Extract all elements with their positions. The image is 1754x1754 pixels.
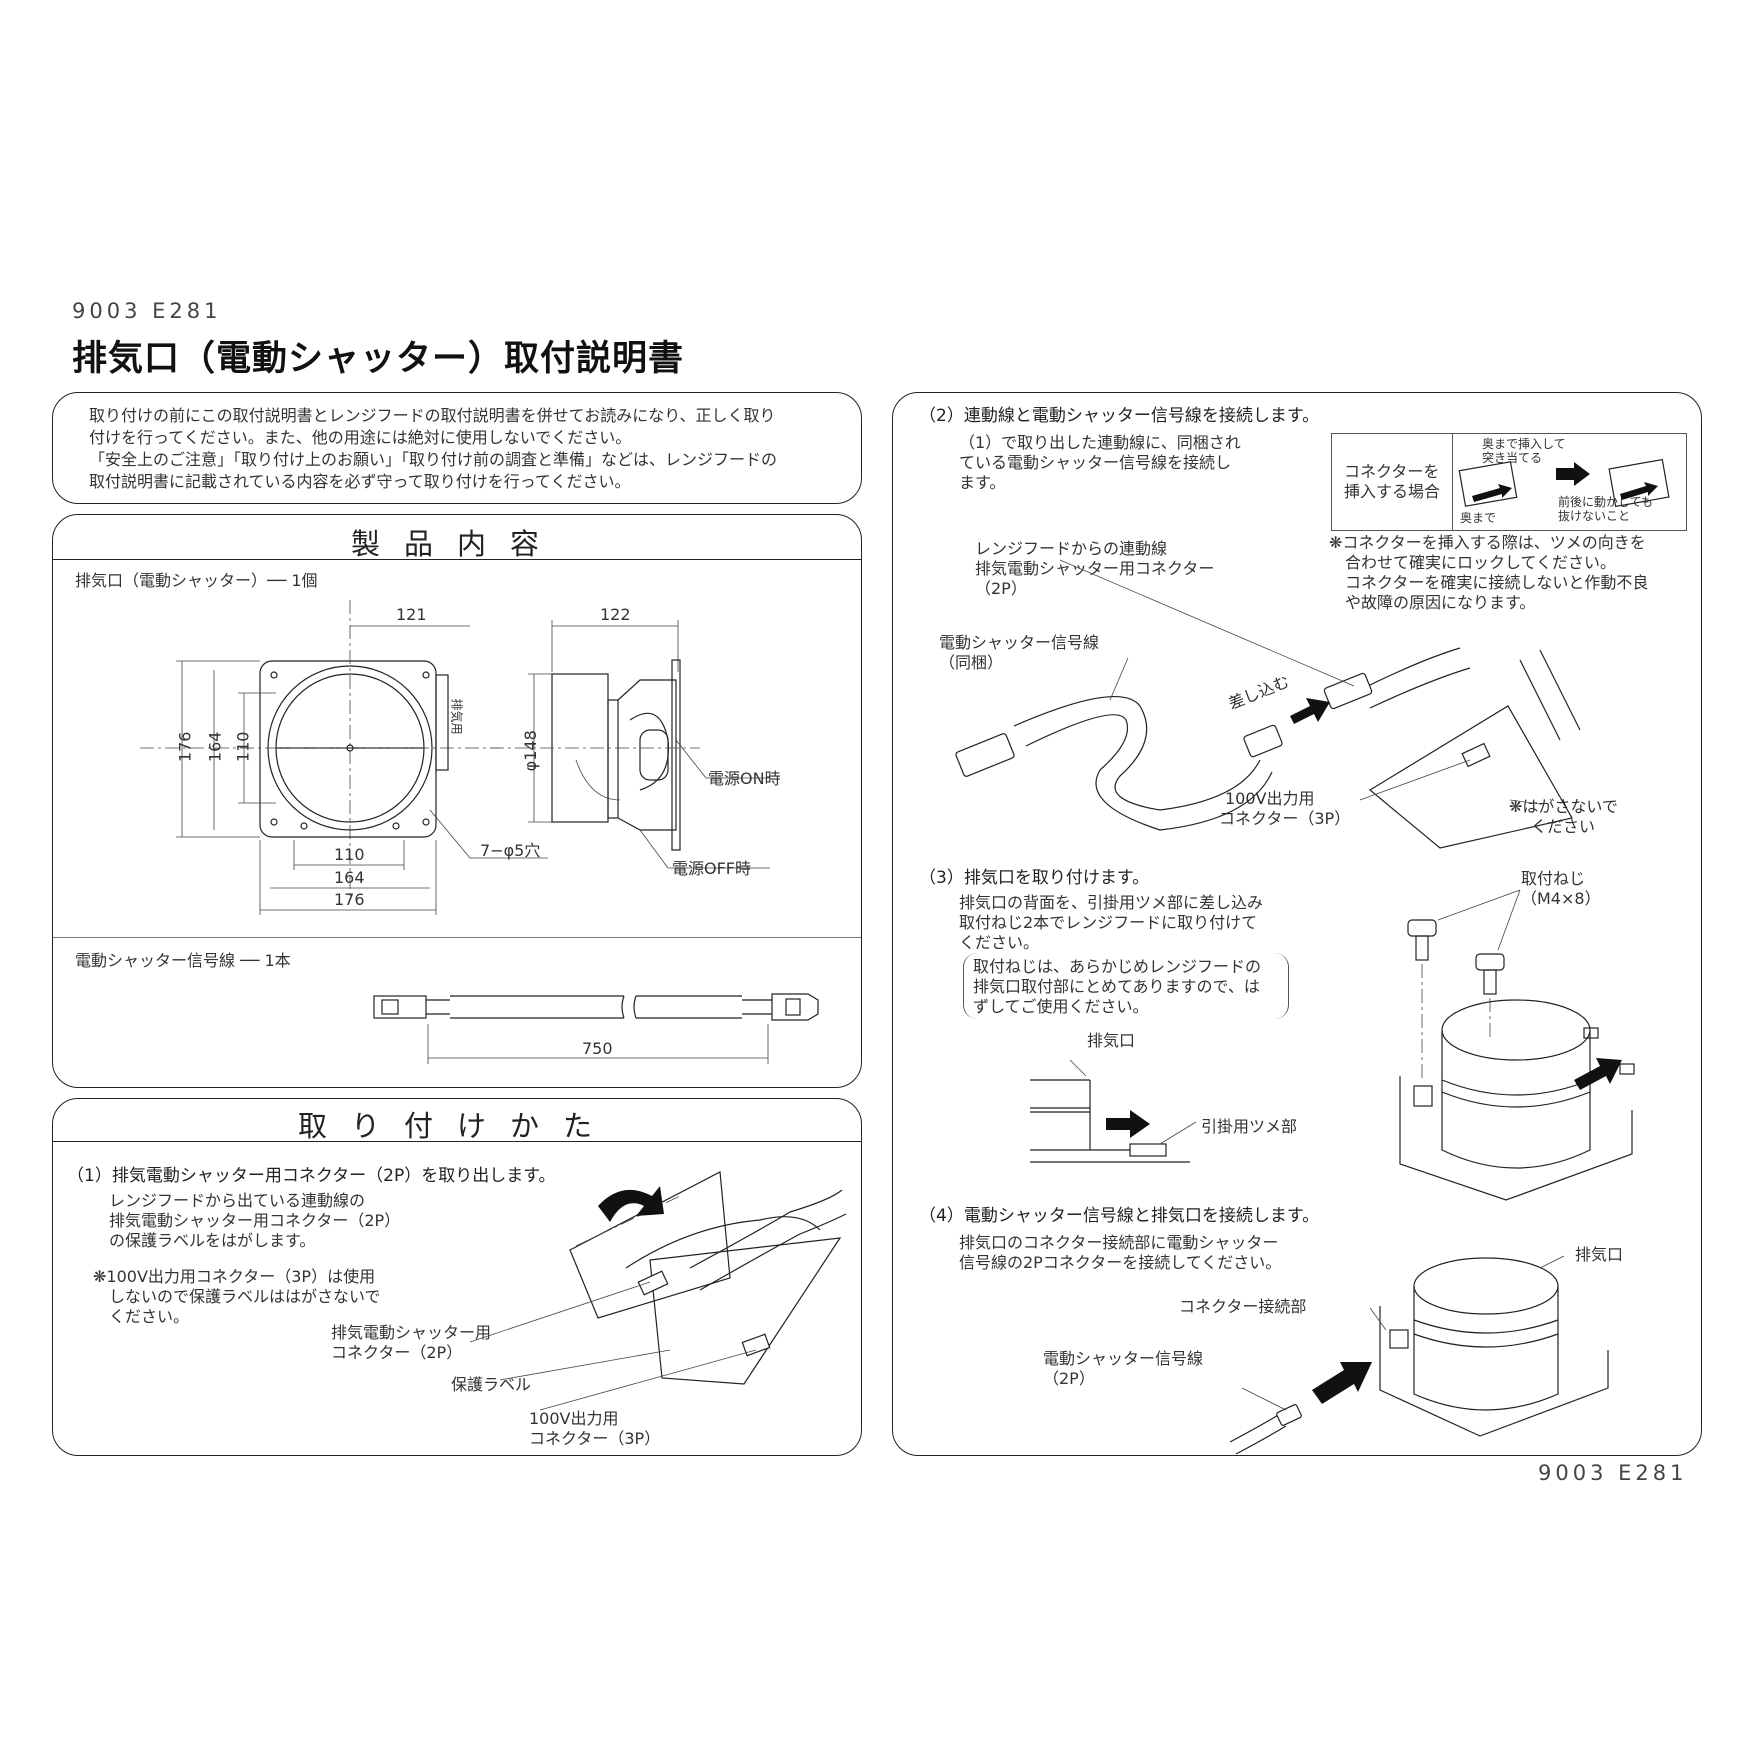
- step2-note-1: ❋コネクターを挿入する際は、ツメの向きを: [1329, 533, 1646, 552]
- step3-body-3: ください。: [959, 933, 1040, 952]
- step3-hook-label: 引掛用ツメ部: [1201, 1117, 1298, 1136]
- step3-note-1: 取付ねじは、あらかじめレンジフードの: [973, 957, 1262, 976]
- inset-note-c-2: 抜けないこと: [1558, 509, 1631, 523]
- step1-body-1: レンジフードから出ている連動線の: [109, 1191, 366, 1210]
- step1-100v-label-1: 100V出力用: [529, 1409, 619, 1428]
- step2-range-label-1: レンジフードからの連動線: [975, 539, 1168, 558]
- step2-title: （2）連動線と電動シャッター信号線を接続します。: [919, 406, 1320, 426]
- intro-box: 取り付けの前にこの取付説明書とレンジフードの取付説明書を併せてお読みになり、正し…: [52, 392, 862, 504]
- dim-750: 750: [582, 1039, 613, 1058]
- power-on-label: 電源ON時: [708, 769, 781, 788]
- step3-outlet-label: 排気口: [1087, 1031, 1136, 1050]
- step2-note-4: や故障の原因になります。: [1345, 593, 1536, 612]
- install-heading-divider: [53, 1141, 861, 1142]
- step4-signal-label-2: （2P）: [1043, 1369, 1095, 1388]
- step2-note-3: コネクターを確実に接続しないと作動不良: [1345, 573, 1649, 592]
- step2-body-2: ている電動シャッター信号線を接続し: [959, 453, 1232, 472]
- step4-title: （4）電動シャッター信号線と排気口を接続します。: [919, 1206, 1320, 1226]
- inset-note-a-1: 奥まで挿入して: [1482, 437, 1566, 451]
- step1-body-3: の保護ラベルをはがします。: [109, 1231, 316, 1250]
- step1-title: （1）排気電動シャッター用コネクター（2P）を取り出します。: [67, 1166, 556, 1186]
- step2-note-2: 合わせて確実にロックしてください。: [1345, 553, 1617, 572]
- intro-line-3: 「安全上のご注意」「取り付け上のお願い」「取り付け前の調査と準備」などは、レンジ…: [89, 450, 778, 469]
- step2-nopeel-label-2: ください: [1531, 817, 1596, 836]
- step3-title: （3）排気口を取り付けます。: [919, 868, 1150, 888]
- step4-outlet-label: 排気口: [1575, 1245, 1624, 1264]
- contents-item-signal-wire: 電動シャッター信号線 ── 1本: [75, 951, 291, 970]
- contents-item-outlet: 排気口（電動シャッター）── 1個: [75, 571, 318, 590]
- heading-divider: [53, 559, 861, 560]
- step2-range-label-3: （2P）: [975, 579, 1027, 598]
- step4-body-2: 信号線の2Pコネクターを接続してください。: [959, 1253, 1282, 1272]
- connector-insert-inset: コネクターを 挿入する場合 奥まで挿入して 突き当てる 奥まで 前後に動かしても…: [1331, 433, 1687, 531]
- intro-line-1: 取り付けの前にこの取付説明書とレンジフードの取付説明書を併せてお読みになり、正し…: [89, 406, 776, 425]
- step2-body-3: ます。: [959, 473, 1006, 492]
- intro-line-4: 取付説明書に記載されている内容を必ず守って取り付けを行ってください。: [89, 472, 631, 491]
- dim-121: 121: [396, 605, 427, 624]
- step3-note-3: ずしてご使用ください。: [973, 997, 1149, 1016]
- item-divider: [53, 937, 861, 938]
- step1-body-2: 排気電動シャッター用コネクター（2P）: [109, 1211, 401, 1230]
- step1-protect-label: 保護ラベル: [451, 1375, 532, 1394]
- dim-164-horizontal: 164: [334, 868, 365, 887]
- step2-100v-label-1: 100V出力用: [1225, 789, 1315, 808]
- step4-body-1: 排気口のコネクター接続部に電動シャッター: [959, 1233, 1279, 1252]
- step1-note-1: ❋100V出力用コネクター（3P）は使用: [93, 1267, 376, 1286]
- inset-label-2: 挿入する場合: [1344, 482, 1441, 501]
- intro-line-2: 付けを行ってください。また、他の用途には絶対に使用しないでください。: [89, 428, 632, 447]
- inset-label-1: コネクターを: [1344, 462, 1440, 481]
- step2-signal-label-1: 電動シャッター信号線: [939, 633, 1100, 652]
- inset-divider: [1452, 434, 1453, 530]
- step1-connector-label-2: コネクター（2P）: [331, 1343, 463, 1362]
- step1-connector-label-1: 排気電動シャッター用: [331, 1323, 492, 1342]
- dim-176-horizontal: 176: [334, 890, 365, 909]
- doc-number: 9003 E281: [72, 299, 222, 323]
- step2-body-1: （1）で取り出した連動線に、同梱され: [959, 433, 1241, 452]
- step4-conn-label: コネクター接続部: [1179, 1297, 1307, 1316]
- step2-signal-label-2: （同梱）: [939, 653, 1004, 672]
- page-title: 排気口（電動シャッター）取付説明書: [72, 339, 685, 379]
- step3-body-1: 排気口の背面を、引掛用ツメ部に差し込み: [959, 893, 1264, 912]
- step3-note-bracket: [963, 953, 1289, 1019]
- dim-110-horizontal: 110: [334, 845, 365, 864]
- step1-note-3: ください。: [109, 1307, 190, 1326]
- right-box: （2）連動線と電動シャッター信号線を接続します。 （1）で取り出した連動線に、同…: [892, 392, 1702, 1456]
- install-heading: 取り付けかた: [297, 1109, 616, 1143]
- install-box: 取り付けかた （1）排気電動シャッター用コネクター（2P）を取り出します。 レン…: [52, 1098, 862, 1456]
- step1-note-2: しないので保護ラベルははがさないで: [109, 1287, 381, 1306]
- inset-note-b: 奥まで: [1460, 511, 1497, 525]
- step1-100v-label-2: コネクター（3P）: [529, 1429, 661, 1448]
- step2-100v-label-2: コネクター（3P）: [1219, 809, 1351, 828]
- contents-box: 製品内容 排気口（電動シャッター）── 1個 電動シャッター信号線 ── 1本: [52, 514, 862, 1088]
- step3-note-2: 排気口取付部にとめてありますので、は: [973, 977, 1260, 996]
- step2-range-label-2: 排気電動シャッター用コネクター: [975, 559, 1215, 578]
- step3-body-2: 取付ねじ2本でレンジフードに取り付けて: [959, 913, 1258, 932]
- holes-label: 7−φ5穴: [480, 841, 541, 860]
- step2-nopeel-label-1: ❋はがさないで: [1509, 797, 1618, 816]
- step3-screw-label-1: 取付ねじ: [1521, 869, 1586, 888]
- doc-number-footer: 9003 E281: [1538, 1461, 1688, 1485]
- step4-signal-label-1: 電動シャッター信号線: [1043, 1349, 1204, 1368]
- inset-note-a-2: 突き当てる: [1482, 451, 1543, 465]
- step3-screw-label-2: （M4×8）: [1521, 889, 1601, 908]
- power-off-label: 電源OFF時: [672, 859, 752, 878]
- dim-122: 122: [600, 605, 631, 624]
- contents-heading: 製品内容: [350, 527, 563, 561]
- inset-note-c-1: 前後に動かしても: [1558, 495, 1654, 509]
